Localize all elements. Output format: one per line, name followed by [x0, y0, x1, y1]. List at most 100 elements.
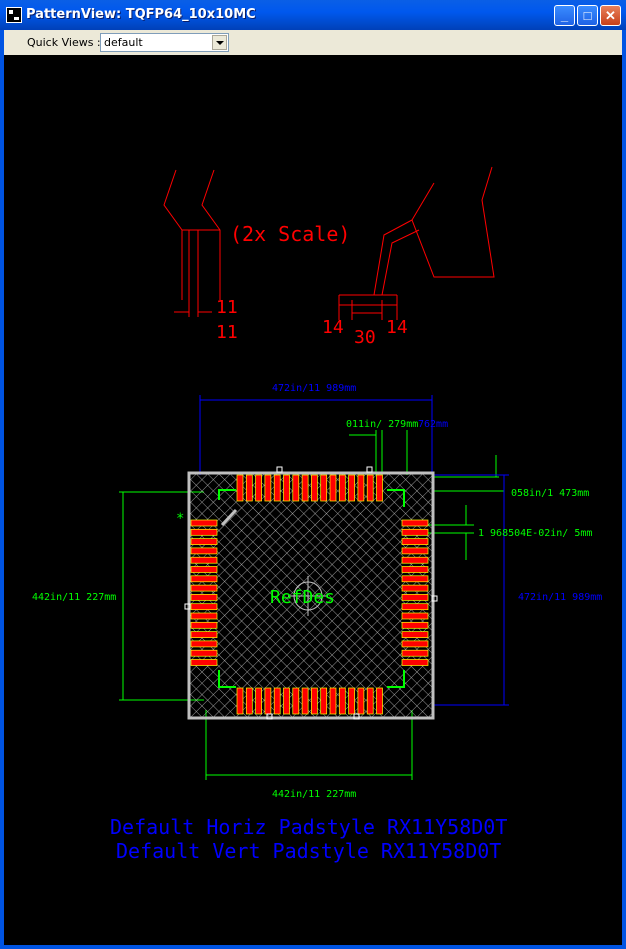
- pad[interactable]: [273, 687, 281, 715]
- pad[interactable]: [357, 687, 365, 715]
- pad[interactable]: [401, 640, 429, 648]
- pad[interactable]: [190, 538, 218, 545]
- pad[interactable]: [401, 603, 429, 611]
- pad[interactable]: [338, 687, 346, 715]
- pad-column-left[interactable]: [190, 519, 218, 666]
- pad[interactable]: [190, 528, 218, 536]
- detail-right-dim-left: 14: [322, 317, 344, 338]
- pad[interactable]: [311, 474, 318, 502]
- pad[interactable]: [329, 474, 337, 502]
- pad[interactable]: [190, 649, 218, 657]
- pad[interactable]: [264, 474, 272, 502]
- quick-views-dropdown[interactable]: default: [100, 33, 229, 52]
- pad[interactable]: [236, 474, 244, 502]
- pad[interactable]: [301, 687, 309, 715]
- pad[interactable]: [190, 594, 218, 601]
- pad[interactable]: [264, 687, 272, 715]
- pad[interactable]: [190, 631, 218, 638]
- pad[interactable]: [401, 528, 429, 536]
- close-button[interactable]: ✕: [600, 5, 621, 26]
- dim-small: 1 968504E-02in/ 5mm: [478, 528, 592, 539]
- pad-row-bottom[interactable]: [236, 687, 383, 715]
- padstyle-vert: Default Vert Padstyle RX11Y58D0T: [116, 839, 501, 863]
- pad[interactable]: [401, 659, 429, 666]
- minimize-button[interactable]: _: [554, 5, 575, 26]
- pad[interactable]: [190, 621, 218, 629]
- pad[interactable]: [401, 538, 429, 545]
- chevron-down-icon[interactable]: [212, 35, 227, 50]
- pattern-canvas[interactable]: (2x Scale) 11 11 14 30 14: [4, 55, 622, 945]
- pad[interactable]: [366, 474, 374, 502]
- pad[interactable]: [401, 621, 429, 629]
- pad[interactable]: [357, 474, 365, 502]
- detail-left-lead: [163, 169, 221, 317]
- pad[interactable]: [190, 519, 218, 527]
- pad[interactable]: [376, 474, 383, 502]
- pad[interactable]: [190, 547, 218, 555]
- center-refdes: RefDes: [270, 587, 335, 608]
- detail-right-dim-mid: 30: [354, 327, 376, 348]
- dim-bottom-lines: [205, 710, 413, 780]
- pad[interactable]: [292, 474, 300, 502]
- detail-left-dim-a: 11: [216, 297, 238, 318]
- pad[interactable]: [401, 584, 429, 592]
- pad[interactable]: [401, 594, 429, 601]
- pad[interactable]: [190, 566, 218, 573]
- pad[interactable]: [401, 566, 429, 573]
- window-title: PatternView: TQFP64_10x10MC: [26, 7, 256, 22]
- pad[interactable]: [401, 519, 429, 527]
- pad[interactable]: [376, 687, 383, 715]
- pad[interactable]: [190, 575, 218, 583]
- quick-views-value: default: [104, 36, 143, 49]
- pattern-drawing: (2x Scale) 11 11 14 30 14: [32, 166, 602, 863]
- scale-label: (2x Scale): [230, 222, 350, 246]
- dim-left-height: 442in/11 227mm: [32, 592, 116, 603]
- pad[interactable]: [320, 687, 328, 715]
- maximize-button[interactable]: □: [577, 5, 598, 26]
- pad[interactable]: [320, 474, 328, 502]
- pad[interactable]: [190, 612, 218, 620]
- dim-bottom-width: 442in/11 227mm: [272, 789, 356, 800]
- pad[interactable]: [292, 687, 300, 715]
- pad[interactable]: [190, 603, 218, 611]
- edge-markers: [184, 466, 438, 720]
- detail-right-lead: [338, 166, 495, 320]
- pad[interactable]: [255, 687, 262, 715]
- pad[interactable]: [245, 474, 253, 502]
- pad[interactable]: [338, 474, 346, 502]
- pad[interactable]: [283, 687, 290, 715]
- dim-pad-length: 058in/1 473mm: [511, 488, 589, 499]
- pad[interactable]: [366, 687, 374, 715]
- pad[interactable]: [348, 474, 355, 502]
- pad[interactable]: [190, 640, 218, 648]
- pad[interactable]: [190, 659, 218, 666]
- pad[interactable]: [283, 474, 290, 502]
- pad-row-top[interactable]: [236, 474, 383, 502]
- pad[interactable]: [245, 687, 253, 715]
- title-bar[interactable]: PatternView: TQFP64_10x10MC _ □ ✕: [0, 0, 626, 30]
- pad[interactable]: [190, 556, 218, 564]
- pad[interactable]: [301, 474, 309, 502]
- pad[interactable]: [311, 687, 318, 715]
- pad[interactable]: [401, 612, 429, 620]
- dim-pitch-lines: [349, 430, 408, 475]
- pad[interactable]: [273, 474, 281, 502]
- pad[interactable]: [190, 584, 218, 592]
- dim-right-height: 472in/11 989mm: [518, 592, 602, 603]
- pad[interactable]: [401, 631, 429, 638]
- pad[interactable]: [401, 649, 429, 657]
- dim-pad-width: 762mm: [418, 419, 448, 430]
- pad[interactable]: [348, 687, 355, 715]
- dim-top-width-lines: [199, 395, 433, 475]
- pad[interactable]: [329, 687, 337, 715]
- pad[interactable]: [255, 474, 262, 502]
- pad[interactable]: [401, 575, 429, 583]
- pad[interactable]: [236, 687, 244, 715]
- pad[interactable]: [401, 556, 429, 564]
- app-icon[interactable]: [6, 7, 22, 23]
- detail-left-dim-b: 11: [216, 322, 238, 343]
- pad-column-right[interactable]: [401, 519, 429, 666]
- pad[interactable]: [401, 547, 429, 555]
- dim-pitch: 011in/ 279mm: [346, 419, 418, 430]
